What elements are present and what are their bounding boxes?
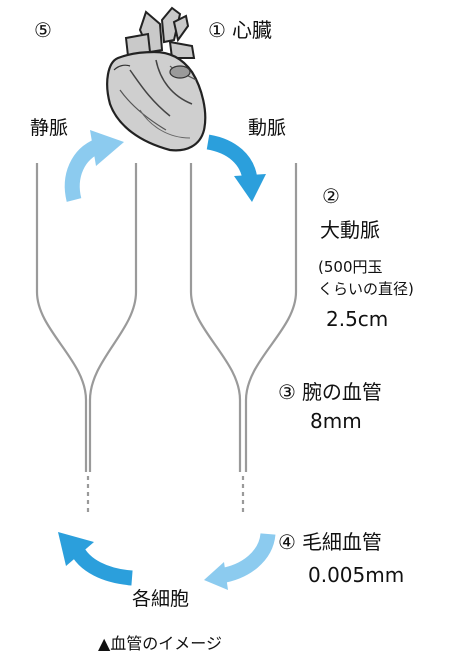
aorta-marker: ②: [322, 184, 340, 208]
cells-label: 各細胞: [132, 588, 190, 610]
aorta-size: 2.5cm: [326, 307, 389, 331]
heart-marker: ①: [208, 18, 226, 42]
heart-icon: [106, 6, 207, 152]
figure-caption: ▲血管のイメージ: [98, 634, 222, 653]
arm-vessel-label-text: 腕の血管: [301, 380, 382, 404]
arrow-cells-to-vein-icon: [58, 532, 133, 586]
heart-label-text: 心臓: [231, 18, 272, 42]
capillary-label-text: 毛細血管: [301, 530, 382, 554]
arrow-capillary-flow-icon: [204, 532, 276, 590]
capillary-size: 0.005mm: [308, 563, 405, 587]
arrow-vein-to-heart-icon: [64, 130, 124, 202]
arm-vessel-size: 8mm: [310, 409, 362, 433]
arm-vessel-marker: ③: [278, 380, 296, 404]
vein-vessel-lines: [35, 163, 138, 514]
artery-label: 動脈: [248, 117, 287, 139]
vein-marker: ⑤: [34, 18, 52, 42]
artery-vessel-lines: [189, 163, 298, 514]
aorta-label: 大動脈: [320, 218, 380, 242]
aorta-note-line2: くらいの直径): [318, 280, 414, 298]
vein-label: 静脈: [30, 117, 69, 139]
arrow-heart-to-artery-icon: [206, 134, 266, 202]
aorta-note-line1: (500円玉: [318, 258, 383, 276]
capillary-marker: ④: [278, 530, 296, 554]
